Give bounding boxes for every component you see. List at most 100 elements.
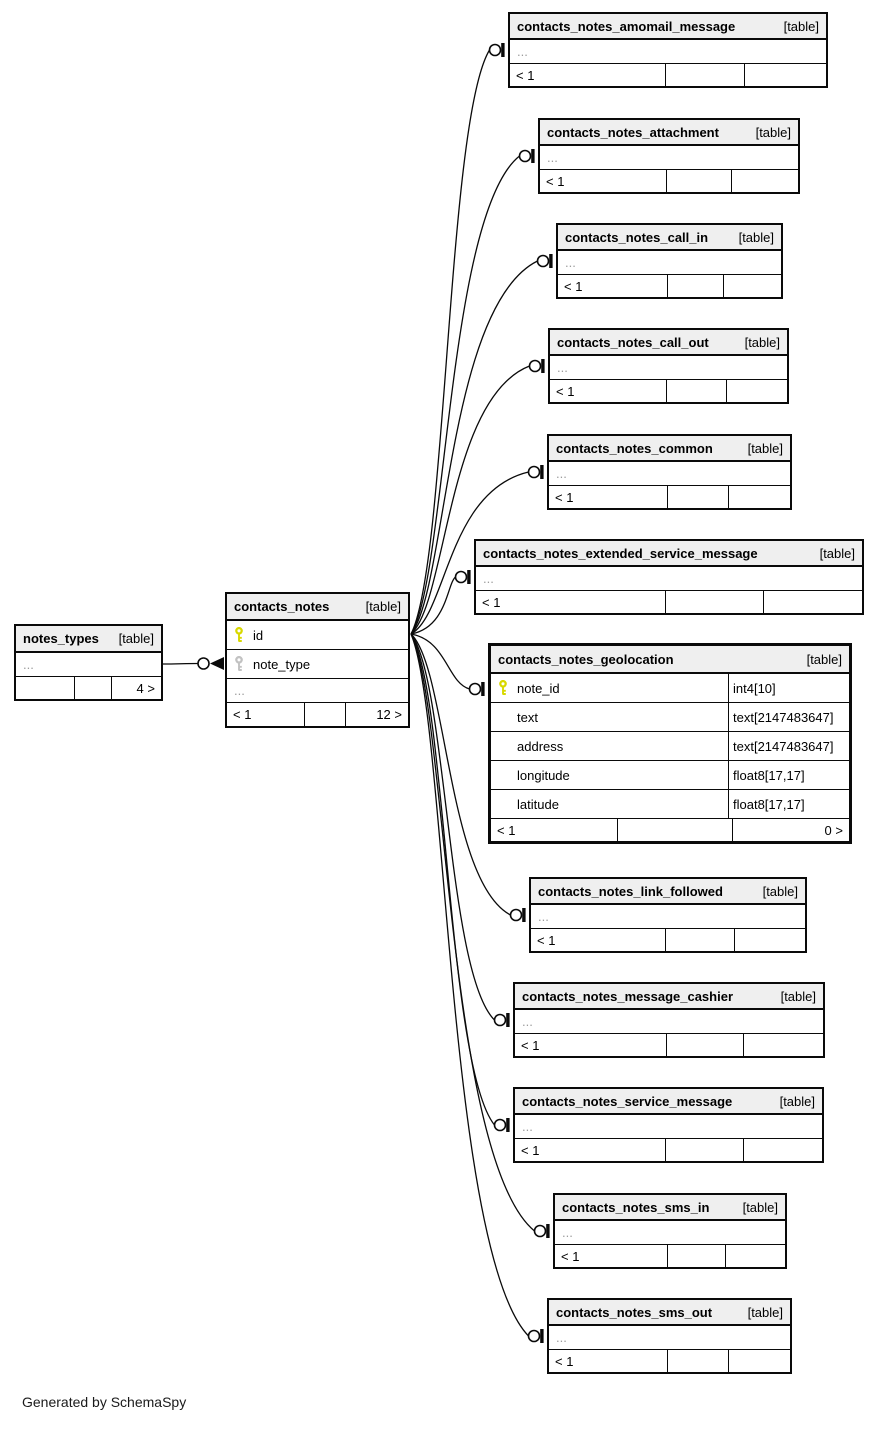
- table-footer: < 1: [540, 170, 798, 192]
- table-type-tag: [table]: [755, 124, 791, 140]
- table-header: contacts_notes_service_message[table]: [515, 1089, 822, 1115]
- relationship-edge: [410, 633, 535, 1232]
- relationship-edge: [410, 633, 529, 1337]
- ellipsis-text: ...: [538, 909, 549, 924]
- table-name[interactable]: contacts_notes_extended_service_message: [483, 545, 758, 561]
- column-row: longitude float8[17,17]: [491, 761, 849, 790]
- footer-mid-cell: [668, 275, 725, 297]
- table-box-contacts_notes_call_in[interactable]: contacts_notes_call_in[table]...< 1: [556, 223, 783, 299]
- table-name[interactable]: contacts_notes_sms_in: [562, 1199, 710, 1215]
- footer-parents-count: [732, 170, 798, 192]
- cardinality-tee-icon: [522, 908, 526, 922]
- footer-mid-cell: [666, 929, 736, 951]
- footer-children-count: < 1: [227, 703, 305, 726]
- table-box-contacts_notes_sms_in[interactable]: contacts_notes_sms_in[table]...< 1: [553, 1193, 787, 1269]
- table-box-contacts_notes_attachment[interactable]: contacts_notes_attachment[table]...< 1: [538, 118, 800, 194]
- cardinality-circle-icon: [509, 908, 523, 922]
- footer-children-count: < 1: [549, 1350, 668, 1372]
- table-footer: < 1: [555, 1245, 785, 1267]
- cardinality-circle-icon: [518, 149, 532, 163]
- cardinality-circle-icon: [493, 1118, 507, 1132]
- column-type: float8[17,17]: [728, 761, 849, 789]
- cardinality-circle-icon: [468, 682, 482, 696]
- footer-parents-count: [724, 275, 781, 297]
- table-footer: < 1: [558, 275, 781, 297]
- cardinality-circle-icon: [533, 1224, 547, 1238]
- table-header: contacts_notes_geolocation[table]: [491, 646, 849, 674]
- footer-parents-count: 12 >: [376, 707, 402, 722]
- table-footer: < 1: [550, 380, 787, 402]
- cardinality-tee-icon: [546, 1224, 550, 1238]
- table-type-tag: [table]: [365, 599, 401, 614]
- table-type-tag: [table]: [747, 440, 783, 456]
- ellipsis-text: ...: [483, 571, 494, 586]
- cardinality-tee-icon: [540, 465, 544, 479]
- table-header: contacts_notes_extended_service_message […: [476, 541, 862, 567]
- table-name[interactable]: contacts_notes_message_cashier: [522, 988, 734, 1004]
- table-box-contacts_notes_link_followed[interactable]: contacts_notes_link_followed[table]...< …: [529, 877, 807, 953]
- table-box-contacts_notes_geolocation[interactable]: contacts_notes_geolocation[table]note_id…: [488, 643, 852, 844]
- collapsed-columns-row: ...: [476, 567, 862, 591]
- table-type-tag: [table]: [819, 545, 855, 561]
- relationship-edge: [410, 633, 496, 1126]
- cardinality-circle-icon: [197, 657, 210, 670]
- table-name[interactable]: contacts_notes_link_followed: [538, 883, 723, 899]
- table-name[interactable]: contacts_notes_common: [556, 440, 713, 456]
- column-type: int4[10]: [728, 674, 849, 702]
- primary-key-icon: [234, 626, 245, 643]
- table-box-contacts_notes_message_cashier[interactable]: contacts_notes_message_cashier[table]...…: [513, 982, 825, 1058]
- table-name[interactable]: contacts_notes: [234, 599, 330, 614]
- cardinality-tee-icon: [541, 359, 545, 373]
- relationship-edge: [410, 260, 538, 635]
- table-footer: < 1: [515, 1034, 823, 1056]
- ellipsis-text: ...: [517, 44, 528, 59]
- table-box-contacts_notes_call_out[interactable]: contacts_notes_call_out[table]...< 1: [548, 328, 789, 404]
- table-name[interactable]: contacts_notes_call_out: [557, 334, 709, 350]
- table-footer: < 1: [549, 1350, 790, 1372]
- footer-children-count: < 1: [549, 486, 668, 508]
- table-box-contacts_notes_service_message[interactable]: contacts_notes_service_message[table]...…: [513, 1087, 824, 1163]
- table-name[interactable]: contacts_notes_geolocation: [498, 651, 674, 667]
- table-name[interactable]: notes_types: [23, 631, 99, 646]
- table-type-tag: [table]: [780, 988, 816, 1004]
- foreign-key-icon: [234, 655, 245, 672]
- table-name[interactable]: contacts_notes_amomail_message: [517, 18, 736, 34]
- table-name[interactable]: contacts_notes_sms_out: [556, 1304, 713, 1320]
- table-name[interactable]: contacts_notes_attachment: [547, 124, 719, 140]
- footer-mid-cell: [668, 1245, 727, 1267]
- table-name[interactable]: contacts_notes_call_in: [565, 229, 709, 245]
- footer-mid-cell: [666, 64, 746, 86]
- footer-mid-cell: [668, 486, 729, 508]
- table-header: contacts_notes_call_out[table]: [550, 330, 787, 356]
- table-header: contacts_notes_message_cashier [table]: [515, 984, 823, 1010]
- table-type-tag: [table]: [738, 229, 774, 245]
- footer-mid-cell: [667, 1034, 745, 1056]
- relationship-edge: [162, 662, 199, 665]
- collapsed-columns-row: ...: [16, 653, 161, 677]
- collapsed-columns-row: ...: [555, 1221, 785, 1245]
- footer-parents-count: 4 >: [136, 680, 155, 696]
- ellipsis-text: ...: [23, 657, 34, 672]
- footer-parents-count: [735, 929, 805, 951]
- cardinality-tee-icon: [540, 1329, 544, 1343]
- cardinality-tee-icon: [501, 43, 505, 57]
- footer-mid-cell: [666, 1139, 744, 1161]
- table-footer: < 1: [510, 64, 826, 86]
- table-box-contacts_notes_extended_service_message[interactable]: contacts_notes_extended_service_message […: [474, 539, 864, 615]
- table-box-contacts_notes_common[interactable]: contacts_notes_common[table]...< 1: [547, 434, 792, 510]
- column-name: longitude: [517, 767, 570, 783]
- table-box-notes_types[interactable]: notes_types[table]...4 >: [14, 624, 163, 701]
- footer-parents-count: [745, 64, 826, 86]
- footer-parents-count: [729, 1350, 790, 1372]
- table-box-contacts_notes_amomail_message[interactable]: contacts_notes_amomail_message[table]...…: [508, 12, 828, 88]
- table-footer: < 1: [531, 929, 805, 951]
- column-name: address: [517, 738, 564, 754]
- footer-parents-count: [726, 1245, 785, 1267]
- table-name[interactable]: contacts_notes_service_message: [522, 1093, 733, 1109]
- column-name: note_type: [253, 656, 311, 672]
- cardinality-circle-icon: [454, 570, 468, 584]
- table-box-contacts_notes_sms_out[interactable]: contacts_notes_sms_out[table]...< 1: [547, 1298, 792, 1374]
